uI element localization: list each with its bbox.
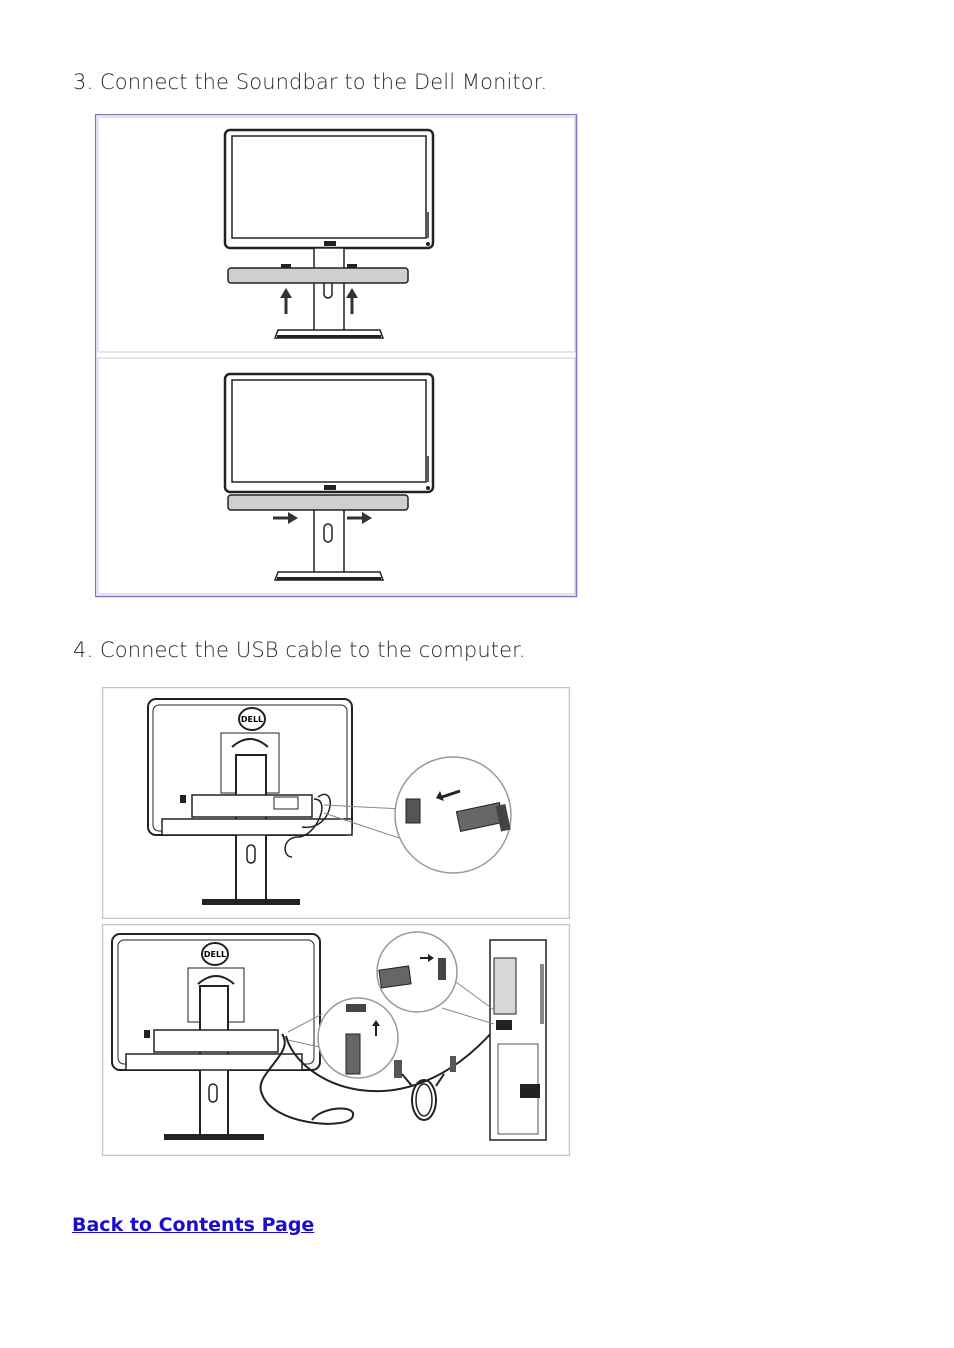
- usb-soundbar-figure: DELL: [102, 687, 570, 919]
- monitor-top-illustration: [223, 128, 435, 339]
- dell-logo-2: DELL: [204, 950, 226, 959]
- usb-computer-figure: DELL: [102, 924, 570, 1156]
- dell-logo-1: DELL: [241, 715, 263, 724]
- monitor-bottom-illustration: [223, 372, 435, 581]
- soundbar-attach-figure: [95, 114, 578, 598]
- back-to-contents-link[interactable]: Back to Contents Page: [72, 1214, 315, 1236]
- step-4-heading: 4. Connect the USB cable to the computer…: [73, 638, 526, 662]
- step-3-heading: 3. Connect the Soundbar to the Dell Moni…: [73, 70, 548, 94]
